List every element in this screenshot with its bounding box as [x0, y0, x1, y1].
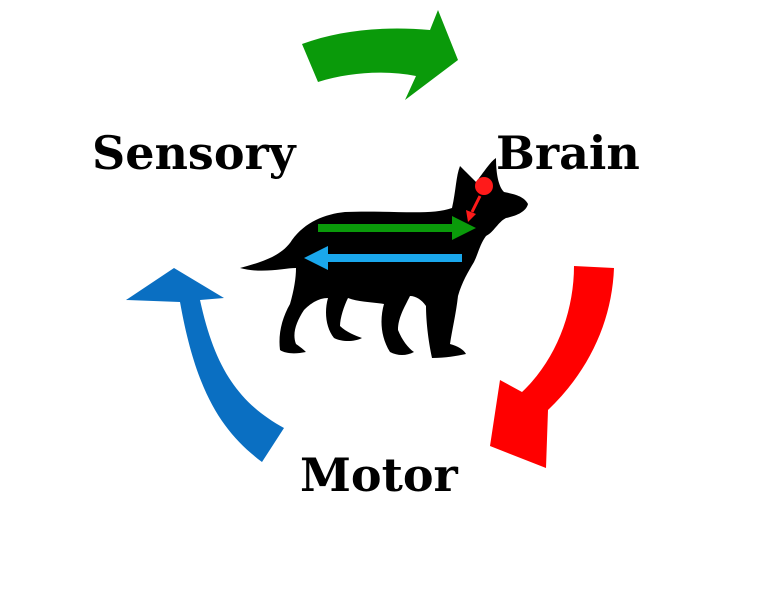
afferent-arrow-shaft [318, 224, 454, 232]
red-cycle-arrow [490, 266, 614, 468]
brain-marker-arrowhead [466, 210, 476, 222]
motor-label: Motor [300, 448, 458, 502]
sensory-label: Sensory [92, 126, 296, 180]
efferent-arrowhead-icon [304, 246, 328, 270]
green-cycle-arrow [302, 10, 458, 100]
brain-marker-stem [470, 195, 482, 213]
afferent-arrowhead-icon [452, 216, 476, 240]
blue-cycle-arrow [126, 268, 284, 462]
efferent-arrow-shaft [326, 254, 462, 262]
brain-marker-icon [475, 177, 493, 195]
brain-label: Brain [496, 126, 640, 180]
